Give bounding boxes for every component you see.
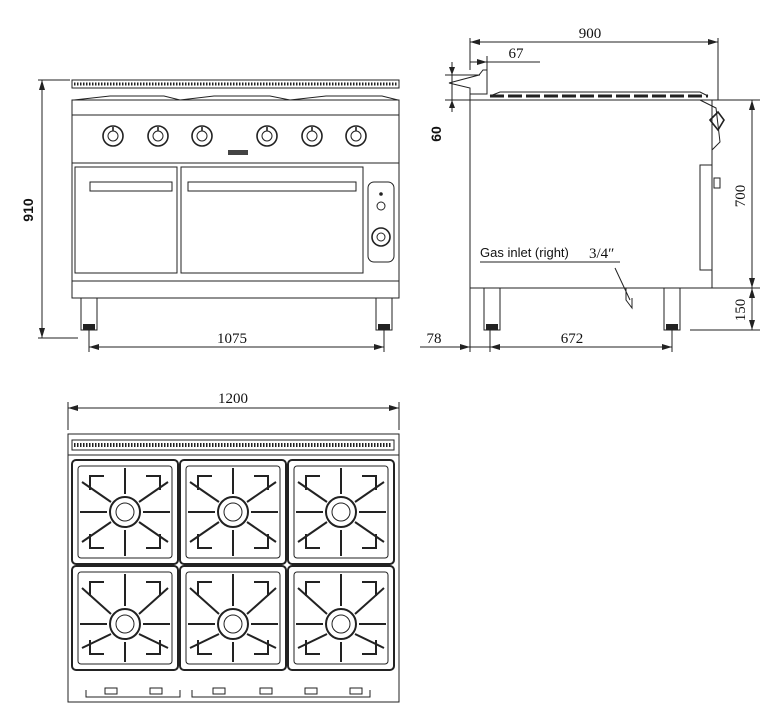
control-knob-icon — [147, 125, 169, 147]
side-width-label: 900 — [579, 26, 602, 42]
dimension-front-height: 910 — [20, 79, 78, 339]
top-frame — [67, 433, 400, 703]
thermostat-panel — [367, 181, 395, 263]
burner-grate — [287, 565, 395, 671]
dimension-side-offset: 67 — [470, 46, 540, 70]
right-oven-door — [180, 166, 364, 274]
side-view: Gas inlet (right) 3/4″ 900 67 60 — [420, 26, 760, 352]
dimension-side-width: 900 — [469, 26, 719, 100]
control-knob-icon — [708, 110, 725, 132]
control-knob-icon — [191, 125, 213, 147]
side-door-profile — [699, 164, 713, 271]
side-leg-front — [663, 287, 681, 331]
top-vent-strip — [71, 439, 395, 451]
side-depth-label: 672 — [561, 331, 584, 347]
left-door-handle — [89, 181, 173, 192]
dimension-side-back: 78 — [420, 288, 500, 352]
front-vent-strip — [71, 79, 400, 89]
oven-body — [71, 162, 400, 282]
hob-top — [71, 99, 400, 116]
side-top-label: 60 — [428, 126, 444, 142]
gas-inlet-label: Gas inlet (right) — [480, 245, 569, 260]
dimension-side-leg-height: 150 — [690, 288, 760, 331]
side-offset-label: 67 — [509, 46, 525, 62]
oven-thermostat-icon — [371, 192, 391, 247]
side-body-height-label: 700 — [733, 185, 749, 208]
side-leg-back — [483, 287, 501, 331]
plinth — [71, 280, 400, 299]
top-width-label: 1200 — [218, 391, 248, 407]
burner-grate — [287, 459, 395, 565]
dimension-front-width: 1075 — [88, 330, 385, 352]
burner-grates — [71, 459, 395, 671]
front-view: 910 1075 — [20, 79, 400, 352]
gas-inlet-size: 3/4″ — [589, 246, 614, 262]
front-height-label: 910 — [20, 198, 36, 222]
top-view: 1200 — [67, 391, 400, 703]
control-knob-icon — [345, 125, 367, 147]
burner-icon — [109, 496, 141, 528]
control-panel — [71, 114, 400, 164]
dimension-side-body-height: 700 — [712, 99, 760, 289]
burner-icon — [325, 496, 357, 528]
burner-grate — [71, 459, 179, 565]
side-leg-height-label: 150 — [733, 299, 749, 322]
front-width-label: 1075 — [217, 331, 247, 347]
side-back-label: 78 — [427, 331, 442, 347]
knob-edge-marks — [104, 687, 363, 695]
dimension-side-top: 60 — [428, 62, 480, 142]
dimension-top-width: 1200 — [67, 391, 400, 430]
burner-icon — [217, 496, 249, 528]
dimension-side-depth: 672 — [490, 330, 673, 352]
burner-icon — [325, 608, 357, 640]
right-door-handle — [187, 181, 357, 192]
burner-icon — [109, 608, 141, 640]
burner-grate — [179, 459, 287, 565]
backsplash — [448, 69, 488, 95]
left-oven-door — [74, 166, 178, 274]
burner-grate — [71, 565, 179, 671]
burner-grate — [179, 565, 287, 671]
control-knob-icon — [102, 125, 124, 147]
brand-logo — [228, 150, 248, 155]
gas-inlet-pipe — [614, 267, 633, 310]
burner-icon — [217, 608, 249, 640]
control-knob-icon — [301, 125, 323, 147]
control-knob-icon — [256, 125, 278, 147]
